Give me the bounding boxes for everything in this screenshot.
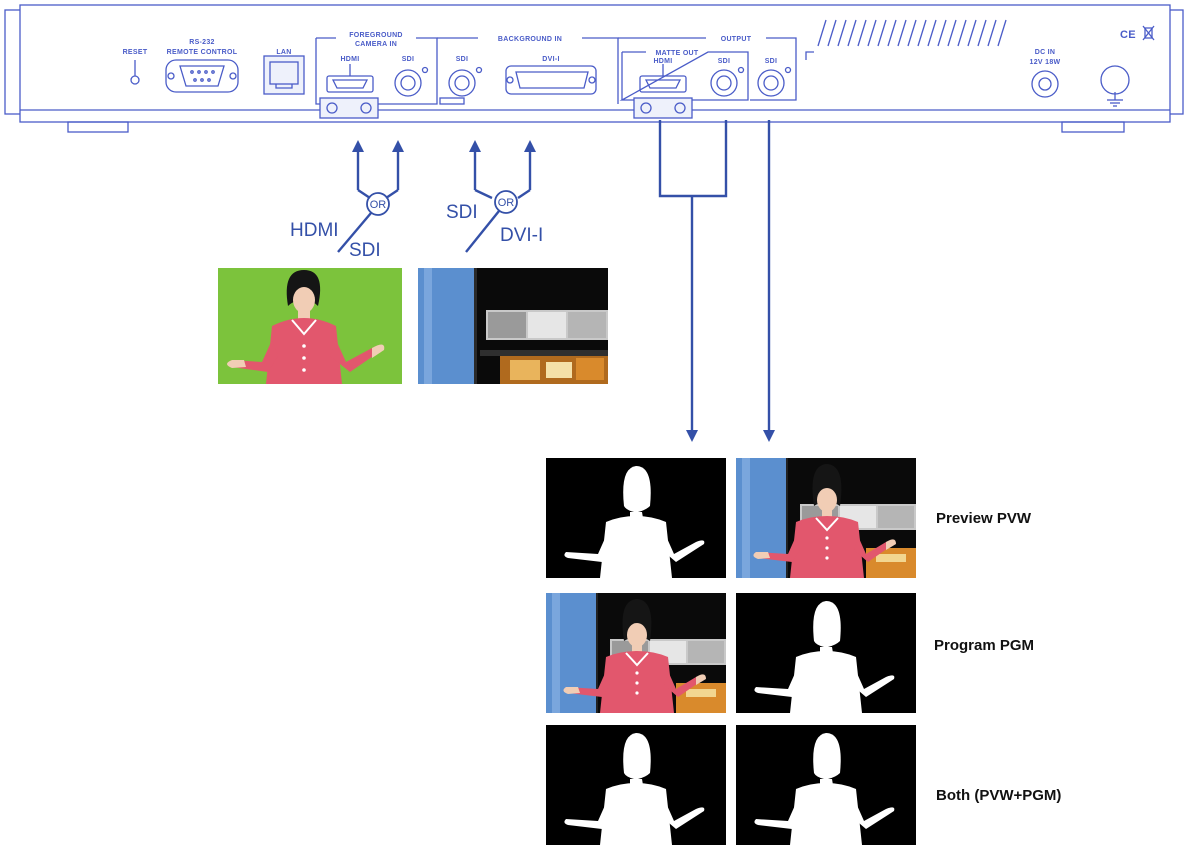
remote-control-label: REMOTE CONTROL: [167, 49, 238, 56]
output-grid: [546, 458, 916, 845]
fg-or-icon: [366, 192, 390, 216]
matte-sdi-label: SDI: [718, 58, 731, 65]
weee-bin-icon: [1142, 25, 1155, 41]
fg-hdmi-text: HDMI: [290, 220, 339, 241]
bg-or-label: OR: [498, 197, 515, 209]
pvw-composite-image: [736, 458, 916, 578]
out-sdi-port-icon: [757, 69, 785, 97]
dc-in-label: DC IN: [1035, 49, 1056, 56]
preview-pvw-label: Preview PVW: [936, 510, 1032, 527]
foreground-input-connector: [337, 140, 404, 253]
matte-hdmi-label: HDMI: [653, 58, 672, 65]
pvw-matte-image: [546, 458, 726, 578]
fg-or-label: OR: [370, 199, 387, 211]
dc-rating-label: 12V 18W: [1030, 59, 1061, 66]
both-pvw-pgm-label: Both (PVW+PGM): [936, 787, 1062, 804]
vent-slots-icon: [805, 19, 1007, 60]
pgm-matte-image: [736, 593, 916, 713]
pgm-composite-image: [546, 593, 726, 713]
dc-in-port-icon: [1031, 70, 1059, 98]
fg-lock-bracket-icon: [319, 97, 379, 119]
output-connector-lines: [658, 120, 775, 442]
background-set-image: [418, 268, 608, 384]
fg-sdi-port-icon: [394, 69, 422, 97]
matte-sdi-port-icon: [710, 69, 738, 97]
bg-sdi-port-icon: [448, 69, 476, 97]
program-pgm-label: Program PGM: [934, 637, 1035, 654]
bg-sdi-label: SDI: [456, 56, 469, 63]
background-in-label: BACKGROUND IN: [498, 36, 562, 43]
fg-sdi-label: SDI: [402, 56, 415, 63]
ground-symbol-icon: [1107, 92, 1123, 107]
reset-label: RESET: [123, 49, 148, 56]
bg-or-icon: [494, 190, 518, 214]
rs232-port-icon: [165, 59, 239, 93]
matte-lock-bracket-icon: [633, 97, 693, 119]
camera-in-label: CAMERA IN: [355, 41, 397, 48]
matte-out-label: MATTE OUT: [655, 50, 698, 57]
bg-lock-bracket-icon: [439, 97, 465, 105]
output-label: OUTPUT: [721, 36, 752, 43]
fg-hdmi-label: HDMI: [340, 56, 359, 63]
device-rear-panel: [4, 4, 1184, 133]
ce-mark: CE: [1120, 29, 1136, 41]
both-matte-image-left: [546, 725, 726, 845]
bg-dvi-label: DVI-I: [542, 56, 559, 63]
both-matte-image-right: [736, 725, 916, 845]
foreground-green-screen-image: [218, 268, 402, 384]
out-sdi-label: SDI: [765, 58, 778, 65]
background-input-connector: [465, 140, 536, 253]
lan-label: LAN: [276, 49, 291, 56]
rs232-label: RS-232: [189, 39, 215, 46]
bg-sdi-text: SDI: [446, 202, 478, 223]
bg-dvi-text: DVI-I: [500, 225, 543, 246]
bg-dvi-port-icon: [505, 65, 597, 95]
lan-port-icon: [263, 55, 305, 95]
fg-sdi-text: SDI: [349, 240, 381, 261]
foreground-label: FOREGROUND: [349, 32, 403, 39]
